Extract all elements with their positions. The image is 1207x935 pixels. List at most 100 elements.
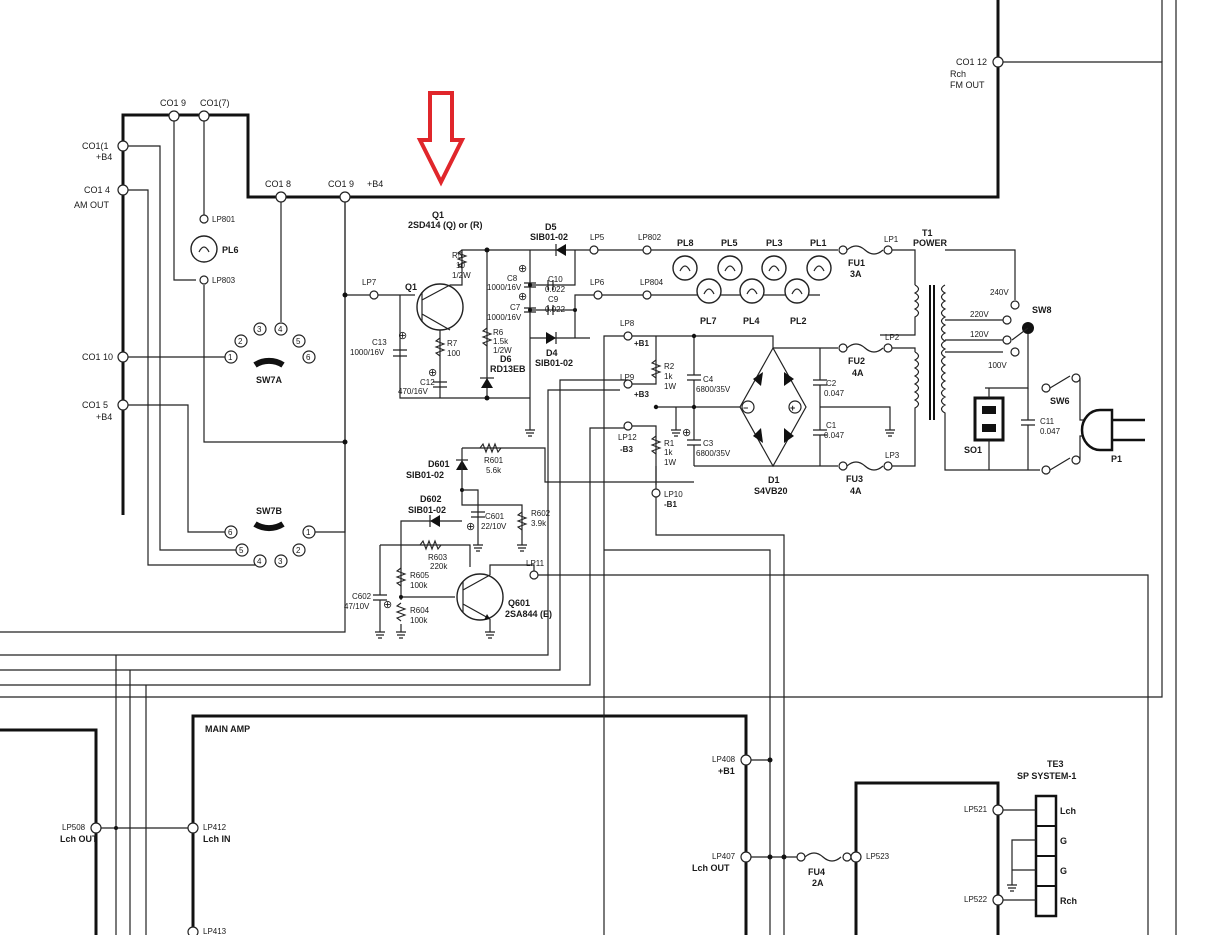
component-label: Lch OUT xyxy=(60,834,98,844)
component-label: FU1 xyxy=(848,258,865,268)
component-label: 1k xyxy=(664,448,673,457)
bridge-d1-group: − + D1 S4VB20 C2 0.047 C1 0.047 FU2 4A L… xyxy=(739,333,916,496)
component-label: CO1 12 xyxy=(956,57,987,67)
component-label: 4A xyxy=(850,486,862,496)
pl8-label: PL8 xyxy=(677,238,694,248)
rectifier-d5-d4-group: D5 SIB01-02 C10 0.022 C8 1000/16V ⊕ C9 0… xyxy=(487,222,643,368)
component-label: 100 xyxy=(447,349,461,358)
d5-part-label: SIB01-02 xyxy=(530,232,568,242)
pl3-label: PL3 xyxy=(766,238,783,248)
component-label: 10 xyxy=(456,261,465,270)
pl6-lamp-group: LP801 PL6 LP803 xyxy=(190,214,239,285)
component-label: R602 xyxy=(531,509,551,518)
co1-1-label: CO1(1 xyxy=(82,141,109,151)
component-label: Rch xyxy=(950,69,966,79)
component-label: C4 xyxy=(703,375,714,384)
component-label: C13 xyxy=(372,338,387,347)
d601-label: D601 xyxy=(428,459,450,469)
component-label: C10 xyxy=(548,275,563,284)
component-label: R1 xyxy=(664,439,675,448)
muting-circuit-group: R601 5.6k D601 SIB01-02 C601 22/10V ⊕ R6… xyxy=(344,442,1149,935)
component-label: LP3 xyxy=(885,451,900,460)
p1-label: P1 xyxy=(1111,454,1122,464)
component-label: 2 xyxy=(296,546,301,555)
red-down-arrow-icon xyxy=(416,91,466,187)
q1-regulator-group: Q1 2SD414 (Q) or (R) LP7 Q1 R5 10 1/2W R… xyxy=(350,210,535,437)
so1-label: SO1 xyxy=(964,445,982,455)
pl7-label: PL7 xyxy=(700,316,717,326)
component-label: LP522 xyxy=(964,895,988,904)
co1-9a-label: CO1 9 xyxy=(160,98,186,108)
component-label: C1 xyxy=(826,421,837,430)
component-label: LP804 xyxy=(640,278,664,287)
transformer-t1-group: T1 POWER 240V 220V 120V 100V SW8 xyxy=(880,228,1052,471)
component-label: LP11 xyxy=(526,559,545,568)
component-label: R604 xyxy=(410,606,430,615)
lp803-label: LP803 xyxy=(212,276,236,285)
d5-label: D5 xyxy=(545,222,557,232)
component-label: R603 xyxy=(428,553,448,562)
component-label: LP523 xyxy=(866,852,890,861)
component-label: C601 xyxy=(485,512,505,521)
fu1-fuse-group: FU1 3A LP1 xyxy=(838,235,916,285)
co1-10-label: CO1 10 xyxy=(82,352,113,362)
component-label: 0.047 xyxy=(1040,427,1061,436)
component-label: C7 xyxy=(510,303,521,312)
component-label: 100V xyxy=(988,361,1007,370)
svg-text:+: + xyxy=(790,403,795,413)
svg-text:⊕: ⊕ xyxy=(518,263,527,275)
component-label: LP408 xyxy=(712,755,736,764)
sw7b-switch-group: 6 5 4 3 2 1 SW7B xyxy=(224,506,316,568)
component-label: G xyxy=(1060,866,1067,876)
q601-part-label: 2SA844 (E) xyxy=(505,609,552,619)
component-label: -B1 xyxy=(664,500,677,509)
component-label: 1000/16V xyxy=(487,313,522,322)
am-out-label: AM OUT xyxy=(74,200,110,210)
d602-part-label: SIB01-02 xyxy=(408,505,446,515)
component-label: Rch xyxy=(1060,896,1077,906)
component-label: C11 xyxy=(1040,417,1055,426)
component-label: -B3 xyxy=(620,445,633,454)
component-label: 0.047 xyxy=(824,431,845,440)
dial-lamps-group: LP802 LP804 PL8 PL5 PL3 PL1 PL7 PL4 PL2 xyxy=(638,233,838,326)
component-label: 120V xyxy=(970,330,989,339)
component-label: FU2 xyxy=(848,356,865,366)
component-label: 2A xyxy=(812,878,824,888)
component-label: 3 xyxy=(278,557,283,566)
supply-rails-group: LP8 +B1 LP9 +B3 R2 1k 1W LP12 -B3 R1 1k … xyxy=(603,319,785,935)
q601-name-label: Q601 xyxy=(508,598,530,608)
component-label: R6 xyxy=(493,328,504,337)
sw7a-label: SW7A xyxy=(256,375,283,385)
component-label: 220k xyxy=(430,562,448,571)
component-label: LP802 xyxy=(638,233,662,242)
sw6-label: SW6 xyxy=(1050,396,1070,406)
component-label: FU3 xyxy=(846,474,863,484)
pl5-label: PL5 xyxy=(721,238,738,248)
component-label: 3.9k xyxy=(531,519,547,528)
component-label: 470/16V xyxy=(398,387,428,396)
b4-2-label: +B4 xyxy=(367,179,383,189)
component-label: C2 xyxy=(826,379,837,388)
thin-frame-lines xyxy=(0,0,1177,935)
co1-4-label: CO1 4 xyxy=(84,185,110,195)
component-label: 5.6k xyxy=(486,466,502,475)
pl1-label: PL1 xyxy=(810,238,827,248)
component-label: 4 xyxy=(257,557,262,566)
b4-1-label: +B4 xyxy=(96,152,112,162)
svg-text:⊕: ⊕ xyxy=(383,599,392,611)
component-label: C8 xyxy=(507,274,518,283)
co1-connector-group: CO1 9 CO1(7) CO1(1 +B4 CO1 4 AM OUT CO1 … xyxy=(74,98,383,566)
sw7b-label: SW7B xyxy=(256,506,283,516)
q1-name-label: Q1 xyxy=(432,210,444,220)
component-label: LP12 xyxy=(618,433,637,442)
component-label: 1W xyxy=(664,458,676,467)
main-amp-group: MAIN AMP LP508 Lch OUT LP412 Lch IN LP41… xyxy=(60,724,890,935)
b4-3-label: +B4 xyxy=(96,412,112,422)
component-label: 5 xyxy=(296,337,301,346)
speaker-te3-group: TE3 SP SYSTEM-1 Lch G G Rch LP521 LP522 xyxy=(964,759,1077,918)
component-label: LP1 xyxy=(884,235,899,244)
component-label: 240V xyxy=(990,288,1009,297)
d602-label: D602 xyxy=(420,494,442,504)
te3-label: TE3 xyxy=(1047,759,1064,769)
